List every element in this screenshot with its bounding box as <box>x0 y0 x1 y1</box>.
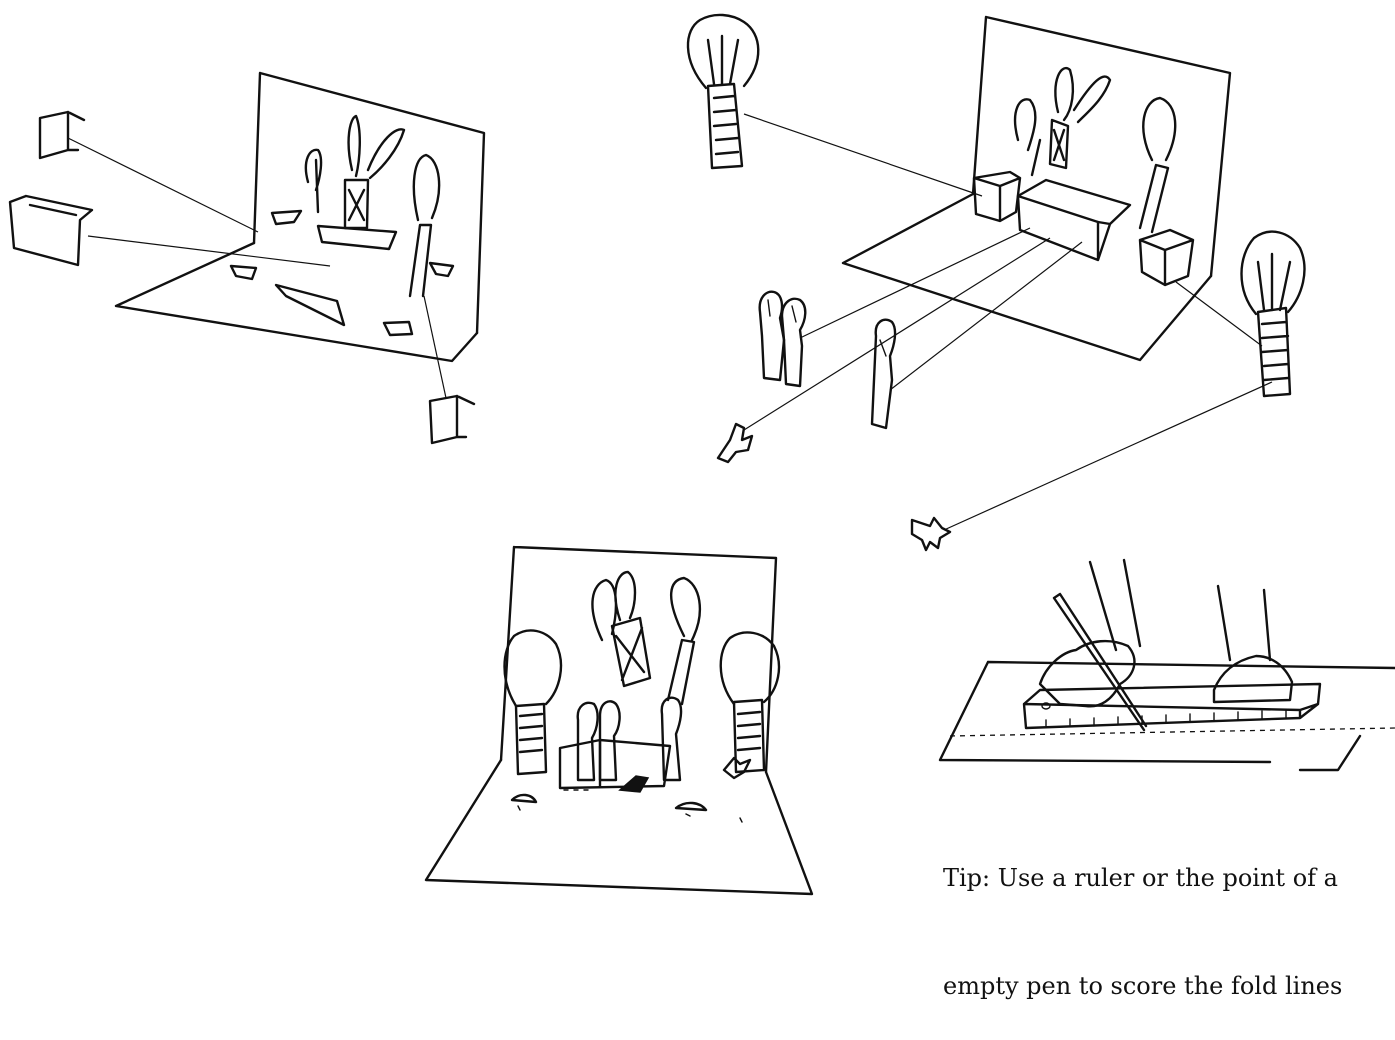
figure-pieces <box>718 292 950 550</box>
card-with-platforms <box>843 17 1230 360</box>
scoring-tip-illustration <box>940 560 1395 770</box>
tip-caption: Tip: Use a ruler or the point of a empty… <box>943 788 1395 1040</box>
popup-card-instructions-drawing <box>0 0 1395 901</box>
tip-line-1: Tip: Use a ruler or the point of a <box>943 860 1395 896</box>
detached-trees <box>688 15 1305 396</box>
finished-popup-card <box>426 547 812 894</box>
scene-guide-lines <box>744 114 1272 530</box>
tip-line-2: empty pen to score the fold lines <box>943 968 1395 1004</box>
